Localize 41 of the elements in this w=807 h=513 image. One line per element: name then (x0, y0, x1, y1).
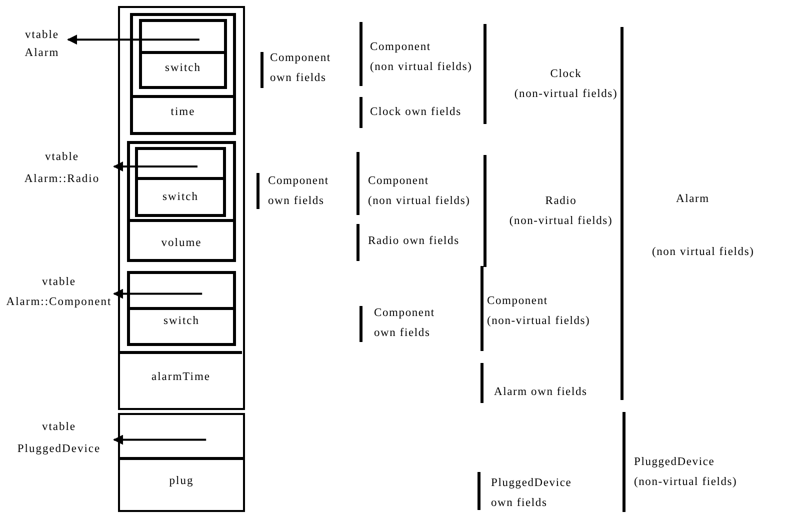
pointer-arrow (113, 288, 202, 299)
class-name: PluggedDevice (16, 443, 102, 455)
region-label: Component own fields (374, 306, 436, 341)
region-label: Radio (non-virtual fields) (508, 194, 614, 229)
object-box (130, 13, 236, 135)
vtable-word: vtable (40, 421, 78, 433)
object-box (127, 271, 236, 346)
region-label: Component (non virtual fields) (370, 40, 474, 75)
region-label: PluggedDevice (non-virtual fields) (634, 455, 738, 490)
class-name: Alarm::Component (5, 296, 113, 308)
vtable-word: vtable (24, 29, 60, 41)
field-name: time (170, 106, 196, 118)
class-name: Alarm::Radio (23, 173, 101, 185)
class-name: Alarm (24, 47, 60, 59)
field-name: switch (164, 62, 202, 74)
vtable-word: vtable (40, 276, 78, 288)
object-box (139, 19, 227, 89)
object-box (118, 413, 245, 512)
pointer-arrow (113, 434, 206, 445)
region-label: (non virtual fields) (652, 245, 756, 260)
field-name: plug (168, 475, 195, 487)
region-label: Alarm (676, 192, 710, 207)
field-name: switch (162, 315, 201, 327)
object-box (118, 6, 245, 410)
field-name: switch (161, 191, 200, 203)
region-label: Clock own fields (370, 105, 462, 120)
pointer-arrow (67, 34, 200, 45)
region-label: Radio own fields (368, 234, 460, 249)
object-box (135, 147, 226, 217)
pointer-arrow (113, 162, 198, 172)
region-label: Clock (non-virtual fields) (513, 67, 619, 102)
region-label: Component own fields (270, 51, 332, 86)
object-box (127, 141, 236, 262)
region-label: PluggedDevice own fields (491, 476, 573, 511)
vtable-word: vtable (44, 151, 80, 163)
region-label: Component own fields (268, 174, 330, 209)
region-label: Alarm own fields (494, 385, 588, 400)
field-name: alarmTime (150, 371, 212, 383)
region-label: Component (non virtual fields) (368, 174, 472, 209)
field-name: volume (160, 237, 203, 249)
region-label: Component (non-virtual fields) (487, 294, 592, 329)
